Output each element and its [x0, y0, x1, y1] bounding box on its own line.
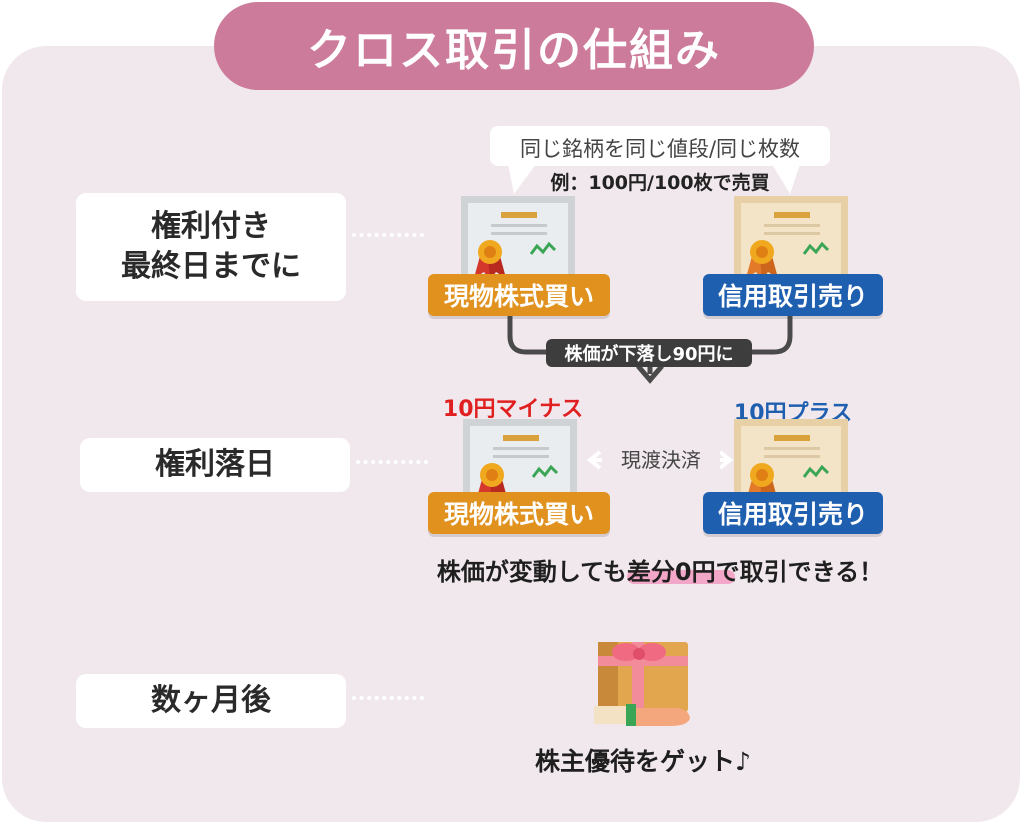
- connector-dots: [352, 233, 424, 237]
- price-drop-label: 株価が下落し90円に: [546, 339, 752, 367]
- page-title: クロス取引の仕組み: [214, 2, 814, 90]
- condition-text: 同じ銘柄を同じ値段/同じ枚数: [519, 137, 801, 161]
- step-label-record-date-eve: 権利付き 最終日までに: [76, 193, 346, 301]
- summary-text: 株価が変動しても差分0円で取引できる！: [436, 558, 884, 586]
- certificate-icon: [461, 196, 575, 282]
- gift-box-icon: [598, 642, 688, 712]
- benefit-text: 株主優待をゲット♪: [535, 747, 751, 776]
- buy-tag: 現物株式買い: [428, 274, 610, 316]
- sell-tag: 信用取引売り: [703, 492, 883, 534]
- ribbon-medal-icon: [474, 240, 506, 280]
- hand-icon: [594, 704, 690, 726]
- summary-highlight: [627, 570, 735, 584]
- condition-bubble: 同じ銘柄を同じ値段/同じ枚数: [490, 126, 830, 166]
- step-label-ex-date: 権利落日: [80, 438, 350, 492]
- minus-label: 10円マイナス: [442, 397, 584, 422]
- down-arrow-icon: [636, 364, 664, 384]
- buy-tag: 現物株式買い: [428, 492, 610, 534]
- connector-dots: [356, 460, 428, 464]
- bubble-tails: [508, 164, 800, 194]
- settlement-label: 現渡決済: [602, 445, 720, 475]
- connector-dots: [352, 696, 424, 700]
- step-label-months-later: 数ヶ月後: [76, 674, 346, 728]
- example-text: 例：100円/100枚で売買: [550, 172, 770, 194]
- sell-tag: 信用取引売り: [703, 274, 883, 316]
